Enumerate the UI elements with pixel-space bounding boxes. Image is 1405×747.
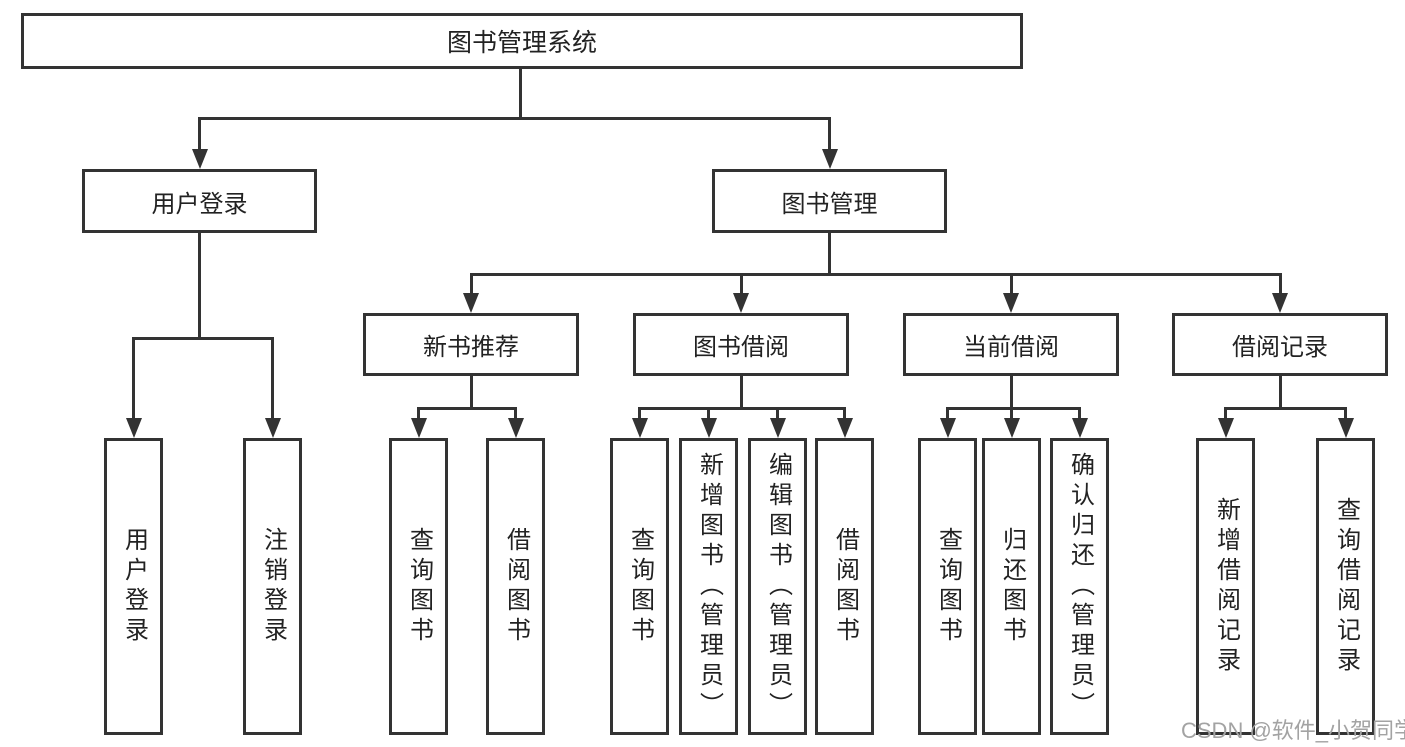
connector-line-stub-br-add-record [1224, 407, 1227, 421]
connector-line-book-management-split [470, 273, 1282, 276]
node-user-login-label: 用户登录 [151, 190, 248, 218]
node-leaf-bb-borrow-books-label: 借阅图书 [831, 526, 859, 647]
connector-line-current-borrow-split [946, 407, 1081, 410]
node-current-borrow: 当前借阅 [903, 313, 1119, 376]
connector-line-stub-new-book-recommend [470, 276, 473, 296]
connector-line-borrow-records-drop [1279, 376, 1282, 410]
connector-line-user-login-drop [198, 233, 201, 340]
node-leaf-nb-query-books: 查询图书 [389, 438, 448, 735]
connector-line-new-book-recommend-drop [470, 376, 473, 410]
connector-line-stub-leaf-user-login [132, 337, 135, 420]
connector-line-stub-nb-query-books [417, 407, 420, 421]
node-book-borrow: 图书借阅 [633, 313, 849, 376]
connector-line-stub-book-management [828, 117, 831, 151]
connector-line-stub-bb-query-books [638, 407, 641, 421]
connector-line-book-borrow-split [638, 407, 846, 410]
connector-line-new-book-recommend-split [417, 407, 517, 410]
node-leaf-logout: 注销登录 [243, 438, 302, 735]
node-book-borrow-label: 图书借阅 [693, 334, 789, 361]
node-leaf-cb-query-books: 查询图书 [918, 438, 977, 735]
connector-line-stub-cb-confirm-return [1078, 407, 1081, 421]
node-leaf-bb-add-book-admin: 新增图书（管理员） [679, 438, 738, 735]
node-new-book-recommend-label: 新书推荐 [423, 334, 519, 361]
node-leaf-nb-query-books-label: 查询图书 [405, 526, 433, 647]
node-leaf-user-login-label: 用户登录 [120, 526, 148, 647]
node-leaf-user-login: 用户登录 [104, 438, 163, 735]
node-leaf-nb-borrow-books: 借阅图书 [486, 438, 545, 735]
node-leaf-nb-borrow-books-label: 借阅图书 [502, 526, 530, 647]
connector-arrow-bb-edit-book [769, 418, 786, 438]
node-borrow-records-label: 借阅记录 [1232, 334, 1328, 361]
node-root-label: 图书管理系统 [446, 29, 597, 57]
node-book-management-label: 图书管理 [781, 190, 878, 218]
node-book-management: 图书管理 [712, 169, 947, 233]
connector-line-book-management-drop [828, 232, 831, 276]
connector-arrow-bb-add-book [700, 418, 717, 438]
node-leaf-bb-edit-book-admin: 编辑图书（管理员） [748, 438, 807, 735]
connector-arrow-cb-query-books [939, 418, 956, 438]
connector-arrow-leaf-logout [264, 418, 281, 438]
node-leaf-bb-edit-book-admin-label: 编辑图书（管理员） [764, 451, 792, 722]
node-new-book-recommend: 新书推荐 [363, 313, 579, 376]
connector-arrow-cb-return-book [1003, 418, 1020, 438]
connector-line-book-borrow-drop [740, 376, 743, 410]
connector-line-stub-book-borrow [740, 276, 743, 296]
node-leaf-br-query-record-label: 查询借阅记录 [1332, 496, 1360, 677]
connector-line-root-split [198, 117, 831, 120]
connector-arrow-borrow-records [1272, 293, 1288, 313]
connector-line-stub-bb-add-book [707, 407, 710, 421]
connector-line-stub-br-query-record [1344, 407, 1347, 421]
node-leaf-logout-label: 注销登录 [259, 526, 287, 647]
connector-arrow-bb-borrow-books [836, 418, 853, 438]
node-leaf-bb-borrow-books: 借阅图书 [815, 438, 874, 735]
connector-line-user-login-split [132, 337, 274, 340]
node-borrow-records: 借阅记录 [1172, 313, 1388, 376]
connector-arrow-book-borrow [733, 293, 749, 313]
node-leaf-br-add-record-label: 新增借阅记录 [1212, 496, 1240, 677]
connector-arrow-leaf-user-login [125, 418, 142, 438]
node-leaf-br-add-record: 新增借阅记录 [1196, 438, 1255, 735]
connector-line-borrow-records-split [1224, 407, 1347, 410]
node-leaf-cb-query-books-label: 查询图书 [934, 526, 962, 647]
node-leaf-br-query-record: 查询借阅记录 [1316, 438, 1375, 735]
connector-line-stub-user-login [198, 117, 201, 151]
connector-line-stub-bb-borrow-books [843, 407, 846, 421]
connector-line-stub-leaf-logout [271, 337, 274, 420]
connector-line-current-borrow-drop [1010, 376, 1013, 410]
node-leaf-cb-return-book: 归还图书 [982, 438, 1041, 735]
connector-line-stub-cb-query-books [946, 407, 949, 421]
connector-arrow-book-management [821, 149, 838, 169]
node-leaf-cb-confirm-return-admin: 确认归还（管理员） [1050, 438, 1109, 735]
node-leaf-cb-confirm-return-admin-label: 确认归还（管理员） [1066, 451, 1094, 722]
connector-arrow-bb-query-books [631, 418, 648, 438]
node-user-login: 用户登录 [82, 169, 317, 233]
node-leaf-cb-return-book-label: 归还图书 [998, 526, 1026, 647]
connector-arrow-br-query-record [1337, 418, 1354, 438]
connector-arrow-nb-borrow-books [507, 418, 524, 438]
connector-line-root-drop [519, 69, 522, 119]
connector-arrow-user-login [191, 149, 208, 169]
connector-line-stub-nb-borrow-books [514, 407, 517, 421]
connector-arrow-new-book-recommend [463, 293, 479, 313]
node-current-borrow-label: 当前借阅 [963, 334, 1059, 361]
connector-arrow-current-borrow [1003, 293, 1019, 313]
connector-line-stub-current-borrow [1010, 276, 1013, 296]
node-root: 图书管理系统 [21, 13, 1023, 69]
connector-arrow-cb-confirm-return [1071, 418, 1088, 438]
connector-line-stub-borrow-records [1279, 276, 1282, 296]
connector-arrow-nb-query-books [410, 418, 427, 438]
watermark: CSDN @软件_小贺同学 [1181, 718, 1405, 743]
node-leaf-bb-query-books-label: 查询图书 [626, 526, 654, 647]
node-leaf-bb-query-books: 查询图书 [610, 438, 669, 735]
connector-line-stub-cb-return-book [1010, 407, 1013, 421]
node-leaf-bb-add-book-admin-label: 新增图书（管理员） [695, 451, 723, 722]
connector-arrow-br-add-record [1217, 418, 1234, 438]
connector-line-stub-bb-edit-book [776, 407, 779, 421]
